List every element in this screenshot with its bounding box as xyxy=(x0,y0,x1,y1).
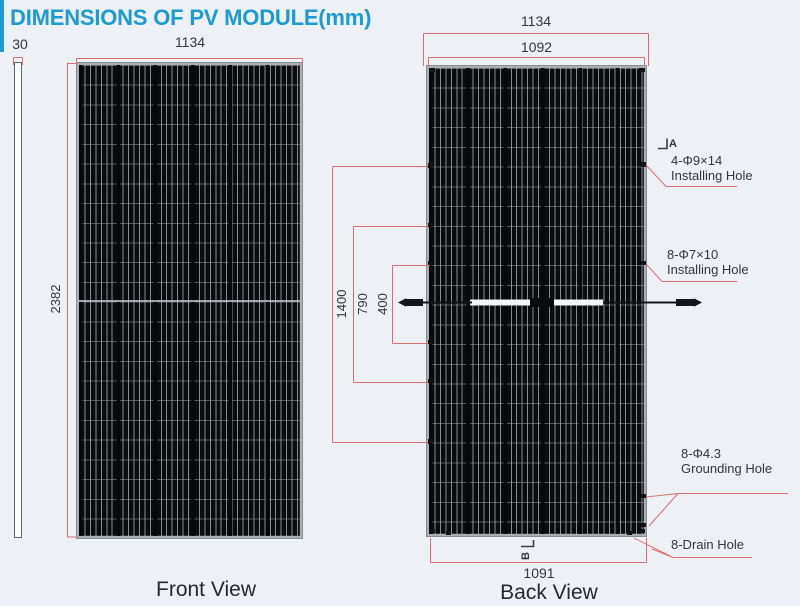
front-view-panel xyxy=(77,63,302,538)
grounding-hole-callout: 8-Φ4.3 Grounding Hole xyxy=(681,446,772,476)
title-accent-bar xyxy=(0,0,4,52)
back-view-label: Back View xyxy=(500,581,598,604)
grounding-hole-text: Grounding Hole xyxy=(681,461,773,476)
back-outer-width-dimension: 1134 xyxy=(520,13,552,29)
back-view-panel xyxy=(427,66,646,536)
installing-hole-top-text: Installing Hole xyxy=(671,168,753,183)
section-a-label: A xyxy=(669,138,677,150)
section-b-label: B xyxy=(520,552,532,560)
installing-hole-mid-spec: 8-Φ7×10 xyxy=(667,247,719,262)
hole-span-400-bracket xyxy=(392,265,430,344)
back-inner-width-dimension: 1092 xyxy=(520,39,553,55)
back-inner-width-bracket xyxy=(428,57,645,66)
installing-hole-mid-callout: 8-Φ7×10 Installing Hole xyxy=(667,247,749,277)
hole-span-1400-dimension: 1400 xyxy=(334,289,349,319)
front-width-dimension: 1134 xyxy=(174,34,206,50)
right-arrow-head xyxy=(676,299,694,306)
left-arrow-tip-icon xyxy=(398,298,406,307)
grounding-hole-leader xyxy=(645,493,788,527)
callout-leaders xyxy=(633,164,788,558)
installing-hole-top-callout: 4-Φ9×14 Installing Hole xyxy=(671,153,753,183)
section-b-mark-icon xyxy=(521,540,535,548)
grounding-hole-spec: 8-Φ4.3 xyxy=(681,446,722,461)
front-height-line xyxy=(67,62,77,538)
side-view-strip xyxy=(14,62,22,538)
drain-hole-callout: 8-Drain Hole xyxy=(671,537,744,552)
front-view-label: Front View xyxy=(156,578,256,601)
installing-hole-mid-text: Installing Hole xyxy=(667,262,749,277)
thickness-dimension: 30 xyxy=(12,36,28,52)
hole-span-400-dimension: 400 xyxy=(375,293,390,315)
back-panel-cell-texture xyxy=(429,68,644,534)
left-arrow-head xyxy=(405,299,423,306)
back-bottom-width-dimension: 1091 xyxy=(523,565,555,581)
front-height-dimension: 2382 xyxy=(48,284,63,314)
installing-hole-top-spec: 4-Φ9×14 xyxy=(671,153,723,168)
hole-span-790-dimension: 790 xyxy=(355,293,370,315)
front-panel-middle-split xyxy=(79,299,300,302)
page-title: DIMENSIONS OF PV MODULE(mm) xyxy=(10,5,372,30)
right-arrow-tip-icon xyxy=(694,298,702,307)
section-a-mark-icon xyxy=(658,138,668,150)
drain-hole-text: 8-Drain Hole xyxy=(671,537,744,552)
back-bottom-width-bracket xyxy=(430,538,647,563)
